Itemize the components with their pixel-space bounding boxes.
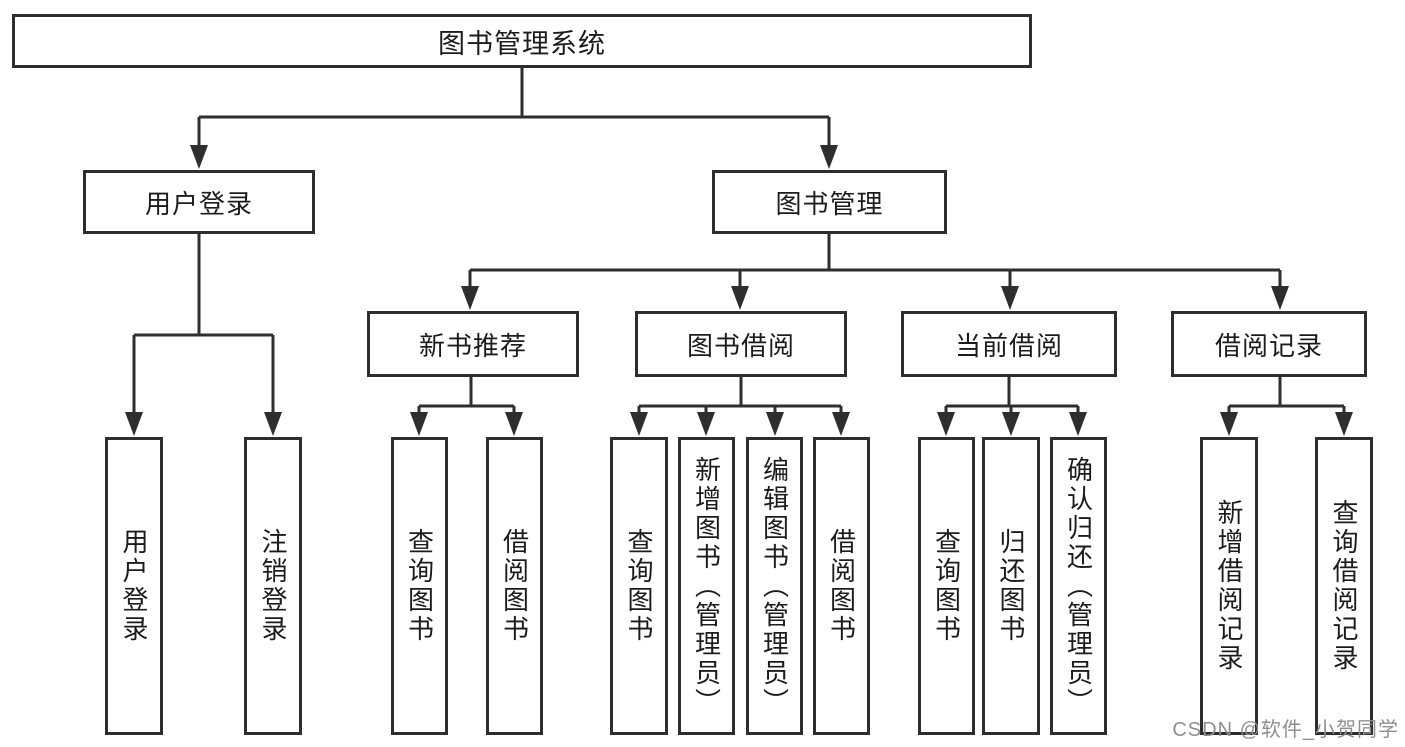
- leaf-borrow-query-books: 查询图书: [610, 437, 668, 735]
- csdn-watermark: CSDN @软件_小贺同学: [1172, 719, 1399, 741]
- node-new-book-recommend: 新书推荐: [367, 311, 579, 377]
- node-borrow-records: 借阅记录: [1171, 311, 1367, 377]
- node-book-management: 图书管理: [712, 170, 947, 234]
- leaf-borrow-books: 借阅图书: [813, 437, 870, 735]
- leaf-confirm-return-admin: 确认归还（管理员）: [1050, 437, 1107, 735]
- leaf-edit-books-admin: 编辑图书（管理员）: [746, 437, 803, 735]
- leaf-recommend-borrow-books: 借阅图书: [486, 437, 543, 735]
- leaf-return-books: 归还图书: [982, 437, 1040, 735]
- leaf-query-borrow-record: 查询借阅记录: [1315, 437, 1373, 735]
- leaf-logout: 注销登录: [244, 437, 302, 735]
- leaf-recommend-query-books: 查询图书: [391, 437, 448, 735]
- node-current-borrow: 当前借阅: [901, 311, 1117, 377]
- node-user-login: 用户登录: [83, 170, 315, 234]
- leaf-user-login: 用户登录: [105, 437, 163, 735]
- leaf-add-borrow-record: 新增借阅记录: [1200, 437, 1258, 735]
- leaf-current-query-books: 查询图书: [918, 437, 975, 735]
- leaf-add-books-admin: 新增图书（管理员）: [678, 437, 735, 735]
- node-book-borrow: 图书借阅: [635, 311, 847, 377]
- node-library-system: 图书管理系统: [12, 14, 1032, 68]
